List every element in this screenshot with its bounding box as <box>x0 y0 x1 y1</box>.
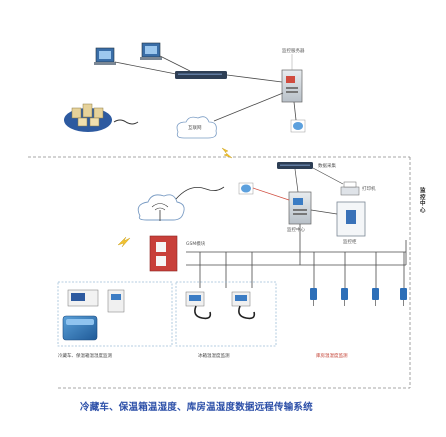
link-gateway-printer <box>312 167 344 185</box>
link-gateway-monitor <box>294 168 299 193</box>
fridge-probe-cable-2 <box>238 305 256 320</box>
vehicle-group-panel <box>57 281 173 347</box>
printer-label: 打印机 <box>362 185 376 192</box>
cabinet-label: 监控柜 <box>343 238 357 245</box>
monitor-center-label: 监控中心 <box>287 226 305 233</box>
link-monitor-red-line <box>252 187 290 201</box>
wireless-modem-middle <box>238 182 254 195</box>
fridge-sensor-1 <box>185 291 205 307</box>
internet-cloud-icon <box>176 116 217 139</box>
control-cabinet <box>336 201 366 237</box>
fridge-sensor-2 <box>231 291 251 307</box>
vehicle-group-label: 冷藏车、保温箱温湿度监测 <box>58 352 112 359</box>
gsm-cloud-icon <box>137 194 185 221</box>
client-computer-2 <box>140 42 162 60</box>
warehouse-sensor-4 <box>400 288 407 306</box>
link-server-modem <box>293 101 297 121</box>
monitor-center-computer <box>288 191 312 225</box>
wireless-signal-icon-2 <box>117 236 131 248</box>
warehouse-group-label: 库房温湿度监测 <box>316 352 348 359</box>
fridge-group-panel <box>175 281 277 347</box>
network-switch <box>175 71 227 79</box>
building-cluster-icon <box>64 103 112 132</box>
link-client1-switch <box>114 61 177 75</box>
wireless-signal-icon-1 <box>221 147 233 159</box>
vehicle-sensor-icon <box>107 289 125 313</box>
warehouse-sensor-2 <box>341 288 348 306</box>
link-client2-switch <box>159 55 191 72</box>
internet-label: 互联网 <box>188 124 202 131</box>
fridge-group-label: 冰箱温湿度监测 <box>198 352 230 359</box>
gateway-device <box>277 162 313 169</box>
server-label: 监控服务器 <box>282 47 305 54</box>
client-computer-1 <box>94 47 116 65</box>
monitor-system-side-title: 监控中心 <box>420 188 426 214</box>
warehouse-sensor-3 <box>372 288 379 306</box>
insulated-box-icon <box>62 315 98 341</box>
fridge-probe-cable-1 <box>194 305 212 320</box>
printer-icon <box>340 181 360 196</box>
link-cloud-gateway <box>175 186 225 200</box>
server-computer <box>281 69 303 103</box>
link-internet-server <box>213 92 284 122</box>
link-building-internet <box>113 119 139 125</box>
gsm-box-label: GSM模块 <box>186 240 206 247</box>
gateway-label: 数据采集 <box>318 162 336 169</box>
link-monitor-cabinet <box>310 209 338 215</box>
link-switch-server <box>226 74 283 83</box>
diagram-title: 冷藏车、保温箱温湿度、库房温湿度数据远程传输系统 <box>80 402 313 413</box>
wireless-modem-top <box>290 119 306 133</box>
warehouse-sensor-1 <box>310 288 317 306</box>
gsm-box <box>149 235 178 272</box>
vehicle-terminal-icon <box>67 289 99 307</box>
